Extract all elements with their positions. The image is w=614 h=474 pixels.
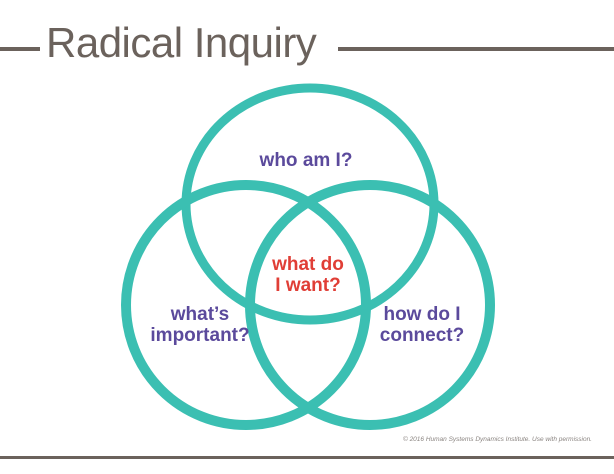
label-what-do-i-want-line1: what do bbox=[272, 254, 344, 275]
label-who-am-i-line1: who am I? bbox=[259, 150, 353, 171]
label-whats-important: what’s important? bbox=[130, 304, 270, 346]
label-how-do-i-connect-line2: connect? bbox=[379, 325, 465, 346]
bottom-rule bbox=[0, 456, 614, 459]
label-how-do-i-connect-line1: how do I bbox=[383, 304, 461, 325]
label-how-do-i-connect: how do I connect? bbox=[352, 304, 492, 346]
venn-circle-left bbox=[121, 180, 371, 430]
label-whats-important-line1: what’s bbox=[170, 304, 230, 325]
venn-circle-right bbox=[245, 180, 495, 430]
page-title: Radical Inquiry bbox=[46, 19, 317, 66]
label-what-do-i-want-line2: I want? bbox=[275, 275, 341, 296]
label-whats-important-line2: important? bbox=[150, 325, 250, 346]
title-rule-left bbox=[0, 47, 40, 51]
label-what-do-i-want: what do I want? bbox=[248, 254, 368, 296]
title-rule-right bbox=[338, 47, 614, 51]
label-who-am-i: who am I? bbox=[226, 150, 386, 171]
copyright-notice: © 2016 Human Systems Dynamics Institute.… bbox=[402, 436, 592, 443]
